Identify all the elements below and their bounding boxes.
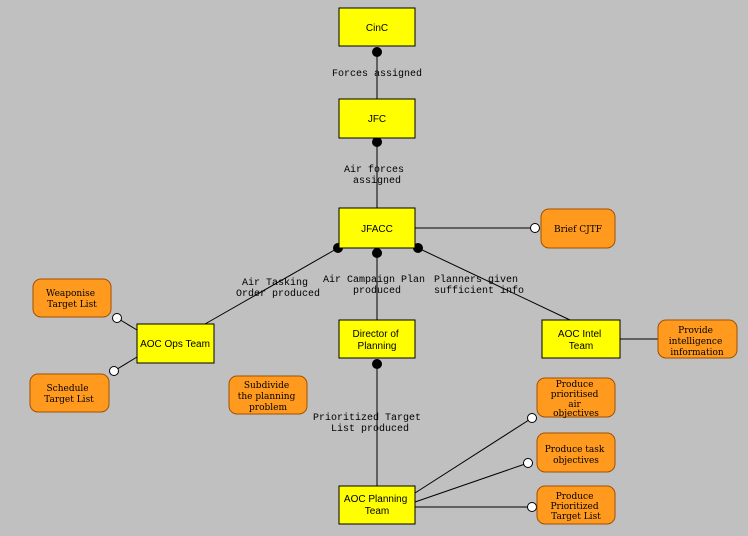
agent-jfacc[interactable]: JFACC [338, 207, 416, 249]
task-weaponise-target-list[interactable]: Weaponise Target List [32, 278, 112, 318]
edges [113, 52, 663, 508]
svg-text:AOC Intel Team: AOC Intel Team [558, 329, 604, 352]
svg-text:Produce Prioritized: Produce Prioritized Target List [550, 492, 601, 522]
agent-director-of-planning[interactable]: Director of Planning [338, 319, 416, 359]
agent-aoc-ops-team[interactable]: AOC Ops Team [136, 323, 215, 364]
task-schedule-target-list[interactable]: Schedule Target List [29, 373, 110, 413]
agent-aoc-intel-team[interactable]: AOC Intel Team [541, 319, 621, 359]
task-produce-prioritized-target-list[interactable]: Produce Prioritized Target List [536, 485, 616, 525]
svg-text:AOC Ops Team: AOC Ops Team [140, 339, 210, 350]
connector-dot [372, 47, 382, 57]
edge-jfacc-aocintel [417, 247, 571, 321]
svg-text:Produce prioritised: Produce prioritised air objectives [551, 380, 602, 419]
link-label-forces-assigned: Forces assigned [332, 68, 422, 80]
task-dot [523, 458, 533, 468]
task-provide-intelligence-information[interactable]: Provide intelligence information [657, 319, 738, 359]
task-dot [530, 223, 540, 233]
task-brief-cjtf[interactable]: Brief CJTF [540, 208, 616, 249]
svg-text:Provide intelligence: Provide intelligence information [669, 326, 725, 358]
edge-planning-taskobj [414, 462, 529, 503]
task-dot [527, 413, 537, 423]
svg-text:Subdivide the planning: Subdivide the planning problem [238, 381, 299, 413]
edge-jfacc-aocops [204, 247, 339, 325]
task-dot [112, 313, 122, 323]
link-label-planners-given-info: Planners given sufficient info [434, 274, 524, 297]
link-label-air-campaign-plan: Air Campaign Plan produced [323, 274, 431, 297]
svg-text:JFC: JFC [368, 114, 386, 125]
task-dot [527, 502, 537, 512]
connector-dot [372, 359, 382, 369]
link-label-prioritized-target-list: Prioritized Target List produced [313, 412, 427, 435]
link-label-air-forces-assigned: Air forces assigned [344, 164, 410, 187]
agent-jfc[interactable]: JFC [338, 98, 416, 139]
agent-cinc[interactable]: CinC [338, 7, 416, 47]
link-label-air-tasking-order: Air Tasking Order produced [236, 277, 320, 300]
link-labels: Forces assigned Air forces assigned Air … [236, 68, 524, 435]
agent-aoc-planning-team[interactable]: AOC Planning Team [338, 485, 416, 525]
task-produce-prioritised-air-objectives[interactable]: Produce prioritised air objectives [536, 377, 616, 419]
task-produce-task-objectives[interactable]: Produce task objectives [536, 432, 616, 473]
task-subdivide-planning-problem[interactable]: Subdivide the planning problem [228, 375, 308, 415]
svg-text:JFACC: JFACC [361, 224, 393, 235]
svg-text:Schedule Target List: Schedule Target List [44, 384, 94, 405]
task-dot [109, 366, 119, 376]
connector-dot [372, 137, 382, 147]
svg-text:Brief CJTF: Brief CJTF [554, 225, 602, 235]
svg-text:Produce task objectives: Produce task objectives [545, 445, 608, 466]
svg-text:CinC: CinC [366, 23, 388, 34]
svg-text:Director of Planning: Director of Planning [353, 329, 402, 352]
connector-dot [372, 248, 382, 258]
edge-planning-prioritised [414, 417, 533, 494]
svg-text:AOC Planning Team: AOC Planning Team [344, 494, 410, 517]
svg-text:Weaponise Target List: Weaponise Target List [46, 289, 98, 310]
